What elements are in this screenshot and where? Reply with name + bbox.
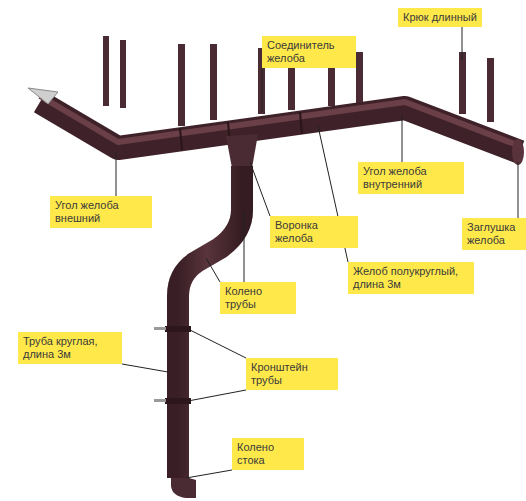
callout-label: Крюк длинный [398,8,482,27]
leader-line [188,390,246,401]
label-text: Желоб полукруглый, длина 3м [353,265,469,291]
leader-line [262,68,263,112]
callout-label: Кронштейн трубы [246,358,338,390]
label-text: Крюк длинный [403,11,477,24]
callout-label: Угол желоба внешний [50,196,152,228]
gutter-end-cap [28,88,58,104]
label-text: Кронштейн трубы [251,361,333,387]
callout-label: Угол желоба внутренний [358,162,464,194]
label-text: Угол желоба внешний [55,199,147,225]
callout-label: Труба круглая, длина 3м [18,332,122,364]
leader-line [122,364,168,372]
callout-label: Желоб полукруглый, длина 3м [348,262,474,294]
leader-line [244,212,245,282]
label-text: Колено трубы [225,285,291,311]
leader-line [186,470,232,478]
callout-label: Воронка желоба [270,216,358,248]
label-text: Колено стока [237,441,299,467]
callout-label: Колено стока [232,438,304,470]
label-text: Угол желоба внутренний [363,165,459,191]
label-text: Воронка желоба [275,219,353,245]
callout-label: Колено трубы [220,282,296,314]
callout-label: Соединитель желоба [262,36,356,68]
label-text: Труба круглая, длина 3м [23,335,117,361]
leader-line [206,258,220,282]
gutter-end-cap-right [512,139,524,165]
leader-line [250,162,270,216]
callout-label: Заглушка желоба [462,218,526,250]
label-text: Соединитель желоба [267,39,351,65]
gutter [40,96,520,152]
leader-line [518,162,519,218]
label-text: Заглушка желоба [467,221,521,247]
leader-line [188,329,246,358]
leader-line [462,27,463,60]
leader-line [116,152,117,196]
leader-line [402,114,403,162]
